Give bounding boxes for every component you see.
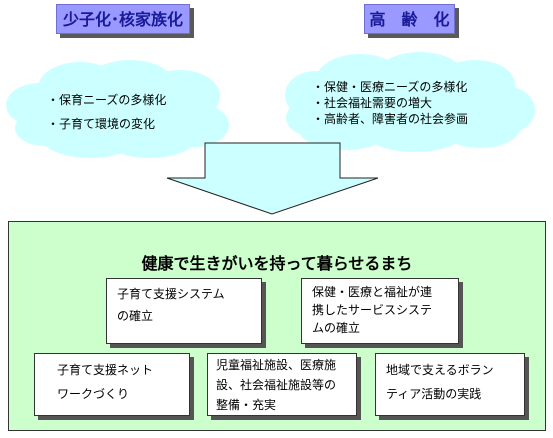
box-line: 保健・医療と福祉が連 [312, 285, 433, 299]
box-line: ワークづくり [57, 387, 130, 401]
box-line: 地域で支えるボラン [386, 363, 494, 377]
panel-title: 健康で生きがいを持って暮らせるまち [141, 254, 413, 273]
left-cloud-list: ・保育ニーズの多様化 ・子育て環境の変化 [47, 88, 166, 136]
right-cloud-list: ・保健・医療ニーズの多様化 ・社会福祉需要の増大 ・高齢者、障害者の社会参画 [312, 79, 468, 127]
box-facilities: 児童福祉施設、医療施 設、社会福祉施設等の 整備・充実 [207, 353, 357, 416]
box-childcare-network: 子育て支援ネット ワークづくり [34, 353, 190, 416]
box-childcare-system: 子育て支援システム の確立 [106, 278, 262, 344]
box-line: 整備・充実 [216, 398, 277, 412]
left-cloud [6, 60, 229, 158]
box-health-welfare-service: 保健・医療と福祉が連 携したサービスシステ ムの確立 [301, 278, 459, 344]
box-volunteer: 地域で支えるボラン ティア活動の実践 [375, 353, 525, 416]
box-line: 児童福祉施設、医療施 [216, 358, 337, 372]
down-arrow [166, 142, 379, 215]
box-line: ティア活動の実践 [386, 387, 482, 401]
list-item: ・高齢者、障害者の社会参画 [312, 112, 469, 126]
right-tag: 高 齢 化 [364, 4, 455, 34]
box-line: の確立 [117, 309, 154, 323]
box-line: 携したサービスシステ [312, 303, 433, 317]
list-item: ・社会福祉需要の増大 [312, 96, 433, 110]
list-item: ・保健・医療ニーズの多様化 [312, 80, 468, 94]
goal-panel: 健康で生きがいを持って暮らせるまち 子育て支援システム の確立 保健・医療と福祉… [8, 221, 546, 431]
box-line: ムの確立 [312, 321, 361, 335]
box-line: 設、社会福祉施設等の [216, 378, 337, 392]
right-cloud [285, 52, 535, 152]
list-item: ・保育ニーズの多様化 [47, 93, 167, 107]
list-item: ・子育て環境の変化 [47, 117, 156, 131]
box-line: 子育て支援システム [117, 287, 225, 301]
left-tag: 少子化･核家族化 [56, 4, 190, 34]
box-line: 子育て支援ネット [57, 363, 154, 377]
